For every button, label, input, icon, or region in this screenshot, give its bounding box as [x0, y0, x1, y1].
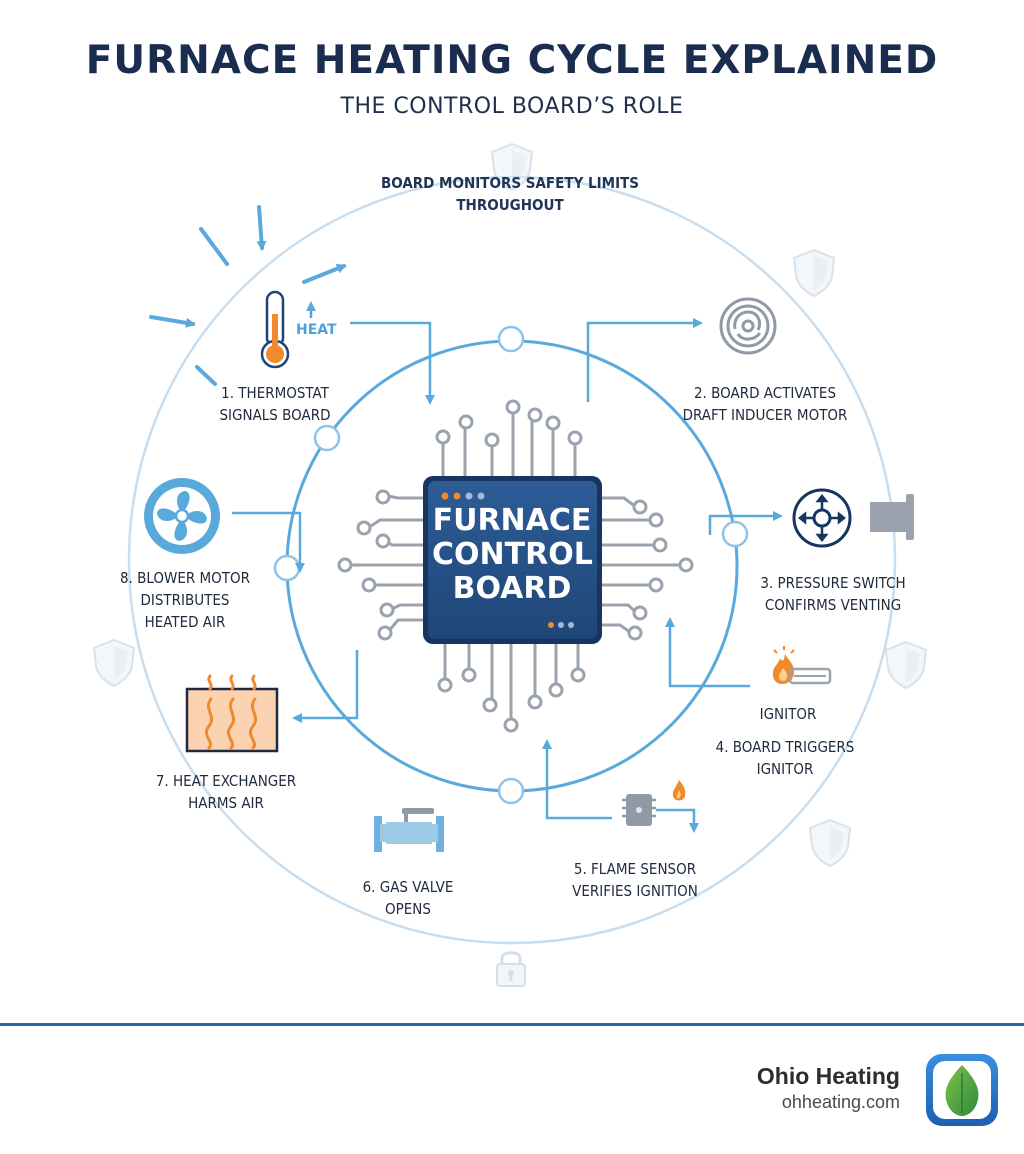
ignitor-tag: IGNITOR	[759, 705, 817, 723]
page-title: FURNACE HEATING CYCLE EXPLAINED	[85, 38, 939, 83]
flow-arrows	[232, 318, 783, 820]
signal-arrows-icon	[149, 205, 347, 386]
inducer-motor-icon	[719, 297, 777, 355]
shield-icon	[792, 248, 836, 298]
step-2-label: 2. BOARD ACTIVATES DRAFT INDUCER MOTOR	[682, 384, 848, 424]
heat-tag: HEAT	[296, 322, 337, 338]
shield-icon	[808, 818, 852, 868]
brand-name[interactable]: Ohio Heating	[756, 1063, 900, 1089]
control-board-label: FURNACE CONTROL BOARD	[432, 503, 593, 606]
outer-safety-ring	[127, 175, 897, 945]
flame-sensor-icon	[622, 780, 699, 833]
shield-icon	[884, 640, 928, 690]
circuit-traces	[337, 399, 694, 733]
ohio-heating-logo-icon[interactable]	[925, 1053, 999, 1127]
step-7-label: 7. HEAT EXCHANGER HARMS AIR	[155, 772, 297, 812]
heating-cycle-diagram	[92, 142, 928, 987]
heat-exchanger-icon	[185, 674, 279, 753]
brand-url[interactable]: ohheating.com	[781, 1092, 900, 1112]
control-board	[423, 476, 602, 644]
step-3-label: 3. PRESSURE SWITCH CONFIRMS VENTING	[760, 574, 906, 614]
step-6-label: 6. GAS VALVE OPENS	[362, 878, 454, 918]
shield-icon	[92, 638, 136, 688]
footer-divider	[0, 1023, 1024, 1026]
ring-node	[313, 424, 341, 452]
step-4-label: 4. BOARD TRIGGERS IGNITOR	[715, 738, 855, 778]
ignitor-icon	[772, 646, 832, 685]
ring-nodes	[273, 325, 749, 805]
step-1-label: 1. THERMOSTAT SIGNALS BOARD	[219, 384, 331, 424]
page-subtitle: THE CONTROL BOARD’S ROLE	[340, 94, 684, 119]
ring-node	[497, 325, 525, 353]
ring-node	[721, 520, 749, 548]
gas-valve-icon	[374, 808, 444, 852]
ring-node	[273, 554, 301, 582]
step-8-label: 8. BLOWER MOTOR DISTRIBUTES HEATED AIR	[119, 569, 251, 631]
blower-fan-icon	[144, 478, 220, 554]
lock-icon	[496, 951, 526, 987]
pressure-switch-icon	[792, 488, 914, 548]
shield-icon	[490, 142, 534, 192]
ring-node	[497, 777, 525, 805]
step-5-label: 5. FLAME SENSOR VERIFIES IGNITION	[572, 860, 698, 900]
safety-monitor-note: BOARD MONITORS SAFETY LIMITS THROUGHOUT	[380, 174, 640, 214]
thermometer-icon	[260, 290, 290, 369]
